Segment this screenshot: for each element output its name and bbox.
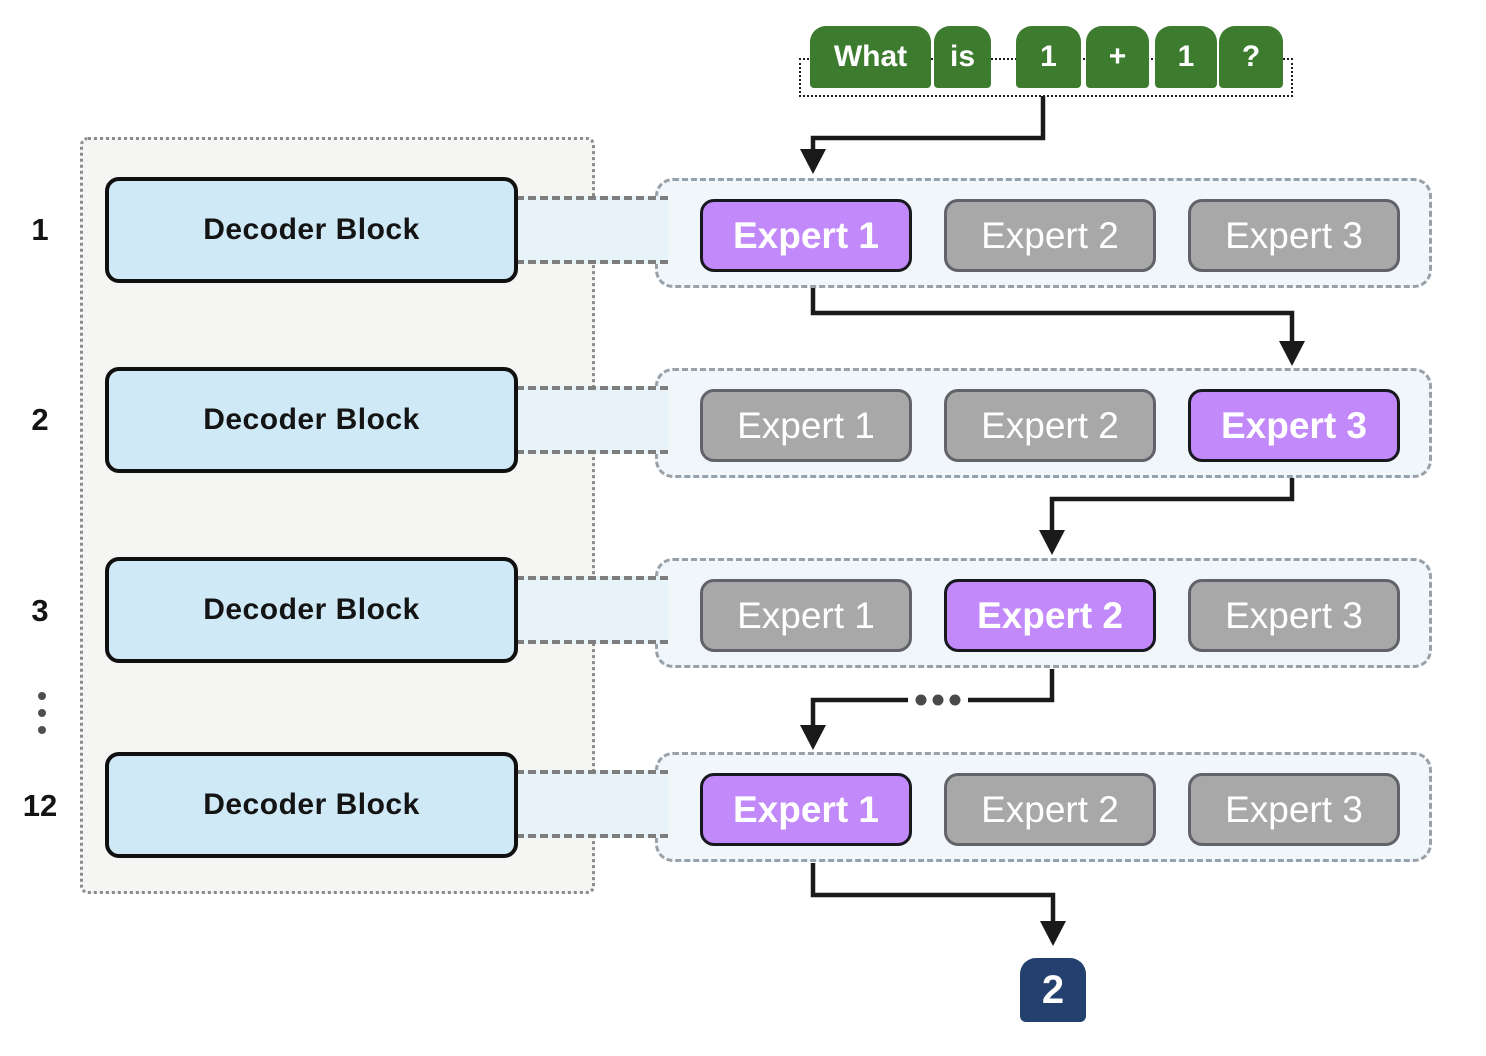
layer-number-3: 3 xyxy=(31,593,49,628)
arrow-input-to-layer1 xyxy=(800,96,1046,174)
ellipsis-dot xyxy=(38,726,46,734)
output-token: 2 xyxy=(1020,958,1086,1022)
expert-3: Expert 3 xyxy=(1188,579,1400,652)
expert-1: Expert 1 xyxy=(700,579,912,652)
input-token: ? xyxy=(1219,26,1283,88)
input-token: is xyxy=(934,26,991,88)
input-token: 1 xyxy=(1016,26,1081,88)
expert-1-selected: Expert 1 xyxy=(700,773,912,846)
routing-ellipsis-dot xyxy=(949,694,961,706)
expert-row-layer-3: Expert 1 Expert 2 Expert 3 xyxy=(655,558,1432,668)
expert-2: Expert 2 xyxy=(944,199,1156,272)
expert-3-selected: Expert 3 xyxy=(1188,389,1400,462)
layer-number-2: 2 xyxy=(31,402,49,437)
decoder-block-12: Decoder Block xyxy=(105,752,518,858)
expert-2: Expert 2 xyxy=(944,389,1156,462)
decoder-to-experts-beam-2 xyxy=(516,386,668,454)
expert-3: Expert 3 xyxy=(1188,773,1400,846)
arrow-layer3-to-layer12 xyxy=(800,669,1055,750)
hidden-layers-ellipsis xyxy=(36,692,48,734)
decoder-block-1: Decoder Block xyxy=(105,177,518,283)
ellipsis-dot xyxy=(38,709,46,717)
decoder-block-2: Decoder Block xyxy=(105,367,518,473)
expert-1: Expert 1 xyxy=(700,389,912,462)
decoder-to-experts-beam-3 xyxy=(516,576,668,644)
ellipsis-dot xyxy=(38,692,46,700)
decoder-to-experts-beam-1 xyxy=(516,196,668,264)
arrow-layer12-to-output xyxy=(810,863,1066,946)
expert-row-layer-12: Expert 1 Expert 2 Expert 3 xyxy=(655,752,1432,862)
expert-row-layer-2: Expert 1 Expert 2 Expert 3 xyxy=(655,368,1432,478)
layer-number-1: 1 xyxy=(31,212,49,247)
expert-1-selected: Expert 1 xyxy=(700,199,912,272)
input-token: + xyxy=(1086,26,1149,88)
input-token: 1 xyxy=(1155,26,1217,88)
expert-3: Expert 3 xyxy=(1188,199,1400,272)
layer-number-12: 12 xyxy=(22,788,58,823)
expert-2: Expert 2 xyxy=(944,773,1156,846)
routing-ellipsis-dot xyxy=(932,694,944,706)
expert-row-layer-1: Expert 1 Expert 2 Expert 3 xyxy=(655,178,1432,288)
expert-2-selected: Expert 2 xyxy=(944,579,1156,652)
decoder-block-3: Decoder Block xyxy=(105,557,518,663)
input-token: What xyxy=(810,26,931,88)
decoder-to-experts-beam-12 xyxy=(516,770,668,838)
routing-ellipsis-dot xyxy=(915,694,927,706)
arrow-layer1-to-layer2 xyxy=(810,288,1305,366)
arrow-layer2-to-layer3 xyxy=(1039,478,1295,555)
